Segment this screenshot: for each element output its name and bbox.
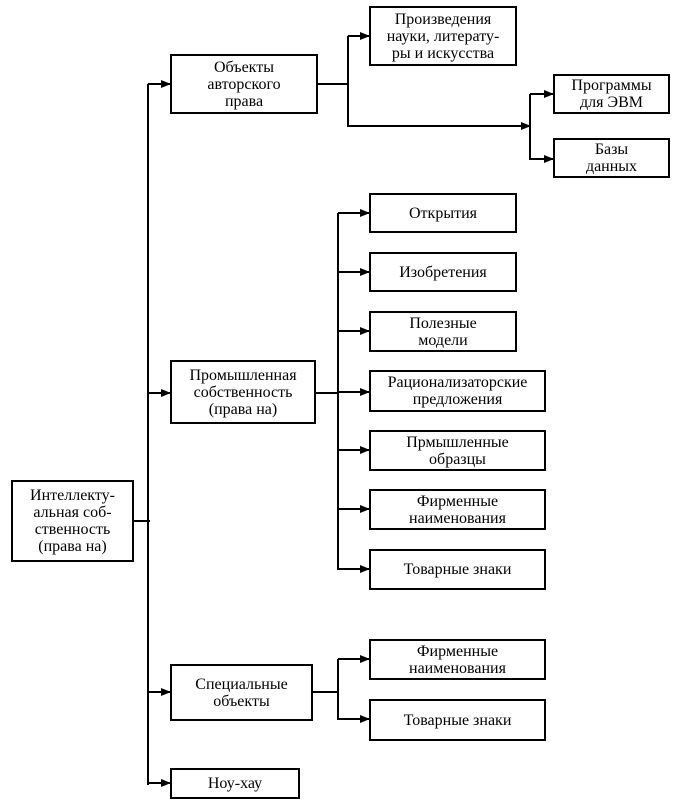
industrial-item-trademarks: Товарные знаки: [369, 549, 546, 590]
industrial-item-discoveries: Открытия: [369, 193, 517, 233]
special-item-trade-names: Фирменные наименования: [369, 639, 546, 680]
knowhow-box: Ноу-хау: [170, 768, 300, 799]
databases-box: Базы данных: [553, 138, 670, 178]
root-box: Интеллекту- альная соб- ственность (прав…: [11, 480, 134, 562]
industrial-item-utility-models: Полезные модели: [369, 311, 517, 352]
industrial-item-designs: Прмышленные образцы: [369, 430, 546, 471]
industrial-item-trade-names: Фирменные наименования: [369, 489, 546, 530]
industrial-item-rationalization: Рационализаторские предложения: [369, 370, 546, 412]
special-item-trademarks: Товарные знаки: [369, 699, 546, 741]
programs-box: Программы для ЭВМ: [553, 74, 670, 114]
works-box: Произведения науки, литерату- ры и искус…: [369, 6, 517, 66]
industrial-item-inventions: Изобретения: [369, 252, 517, 292]
special-objects-box: Специальные объекты: [170, 664, 313, 721]
copyright-objects-box: Объекты авторского права: [170, 54, 318, 114]
industrial-property-box: Промышленная собственность (права на): [170, 360, 316, 424]
